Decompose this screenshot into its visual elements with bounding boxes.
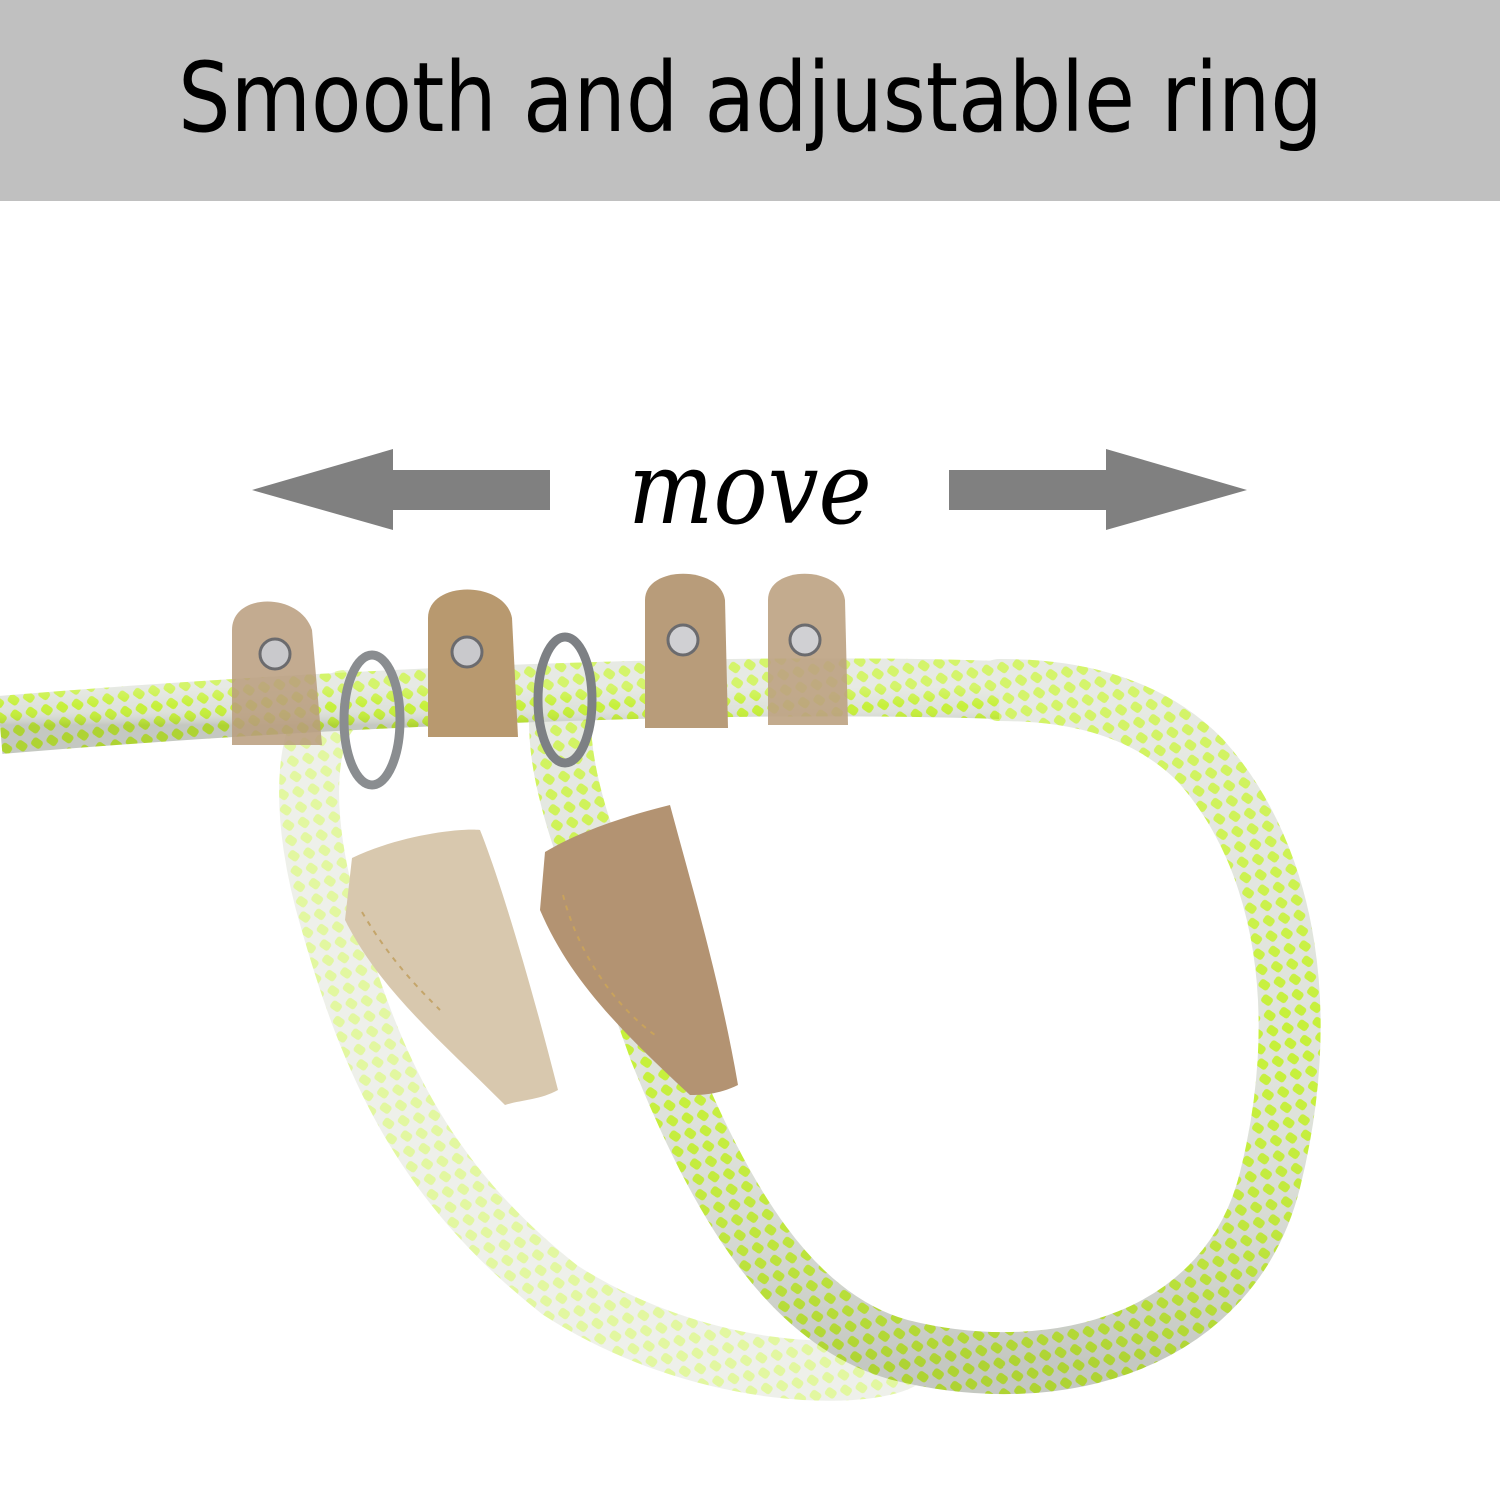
o-ring-left	[339, 650, 405, 790]
leather-endcap-main	[540, 805, 738, 1095]
title-banner: Smooth and adjustable ring	[0, 0, 1500, 201]
move-label: move	[628, 430, 872, 547]
leather-stopper-1	[232, 601, 322, 745]
leather-stopper-2	[428, 589, 518, 737]
leather-stopper-3	[645, 573, 728, 728]
leather-endcap-faded	[345, 829, 558, 1105]
rope-loop-faded	[279, 670, 930, 1401]
banner-title: Smooth and adjustable ring	[177, 41, 1323, 154]
o-ring-right	[533, 632, 597, 768]
arrow-left-icon	[252, 449, 550, 530]
leather-stopper-4	[768, 573, 848, 725]
arrow-right-icon	[949, 449, 1247, 530]
